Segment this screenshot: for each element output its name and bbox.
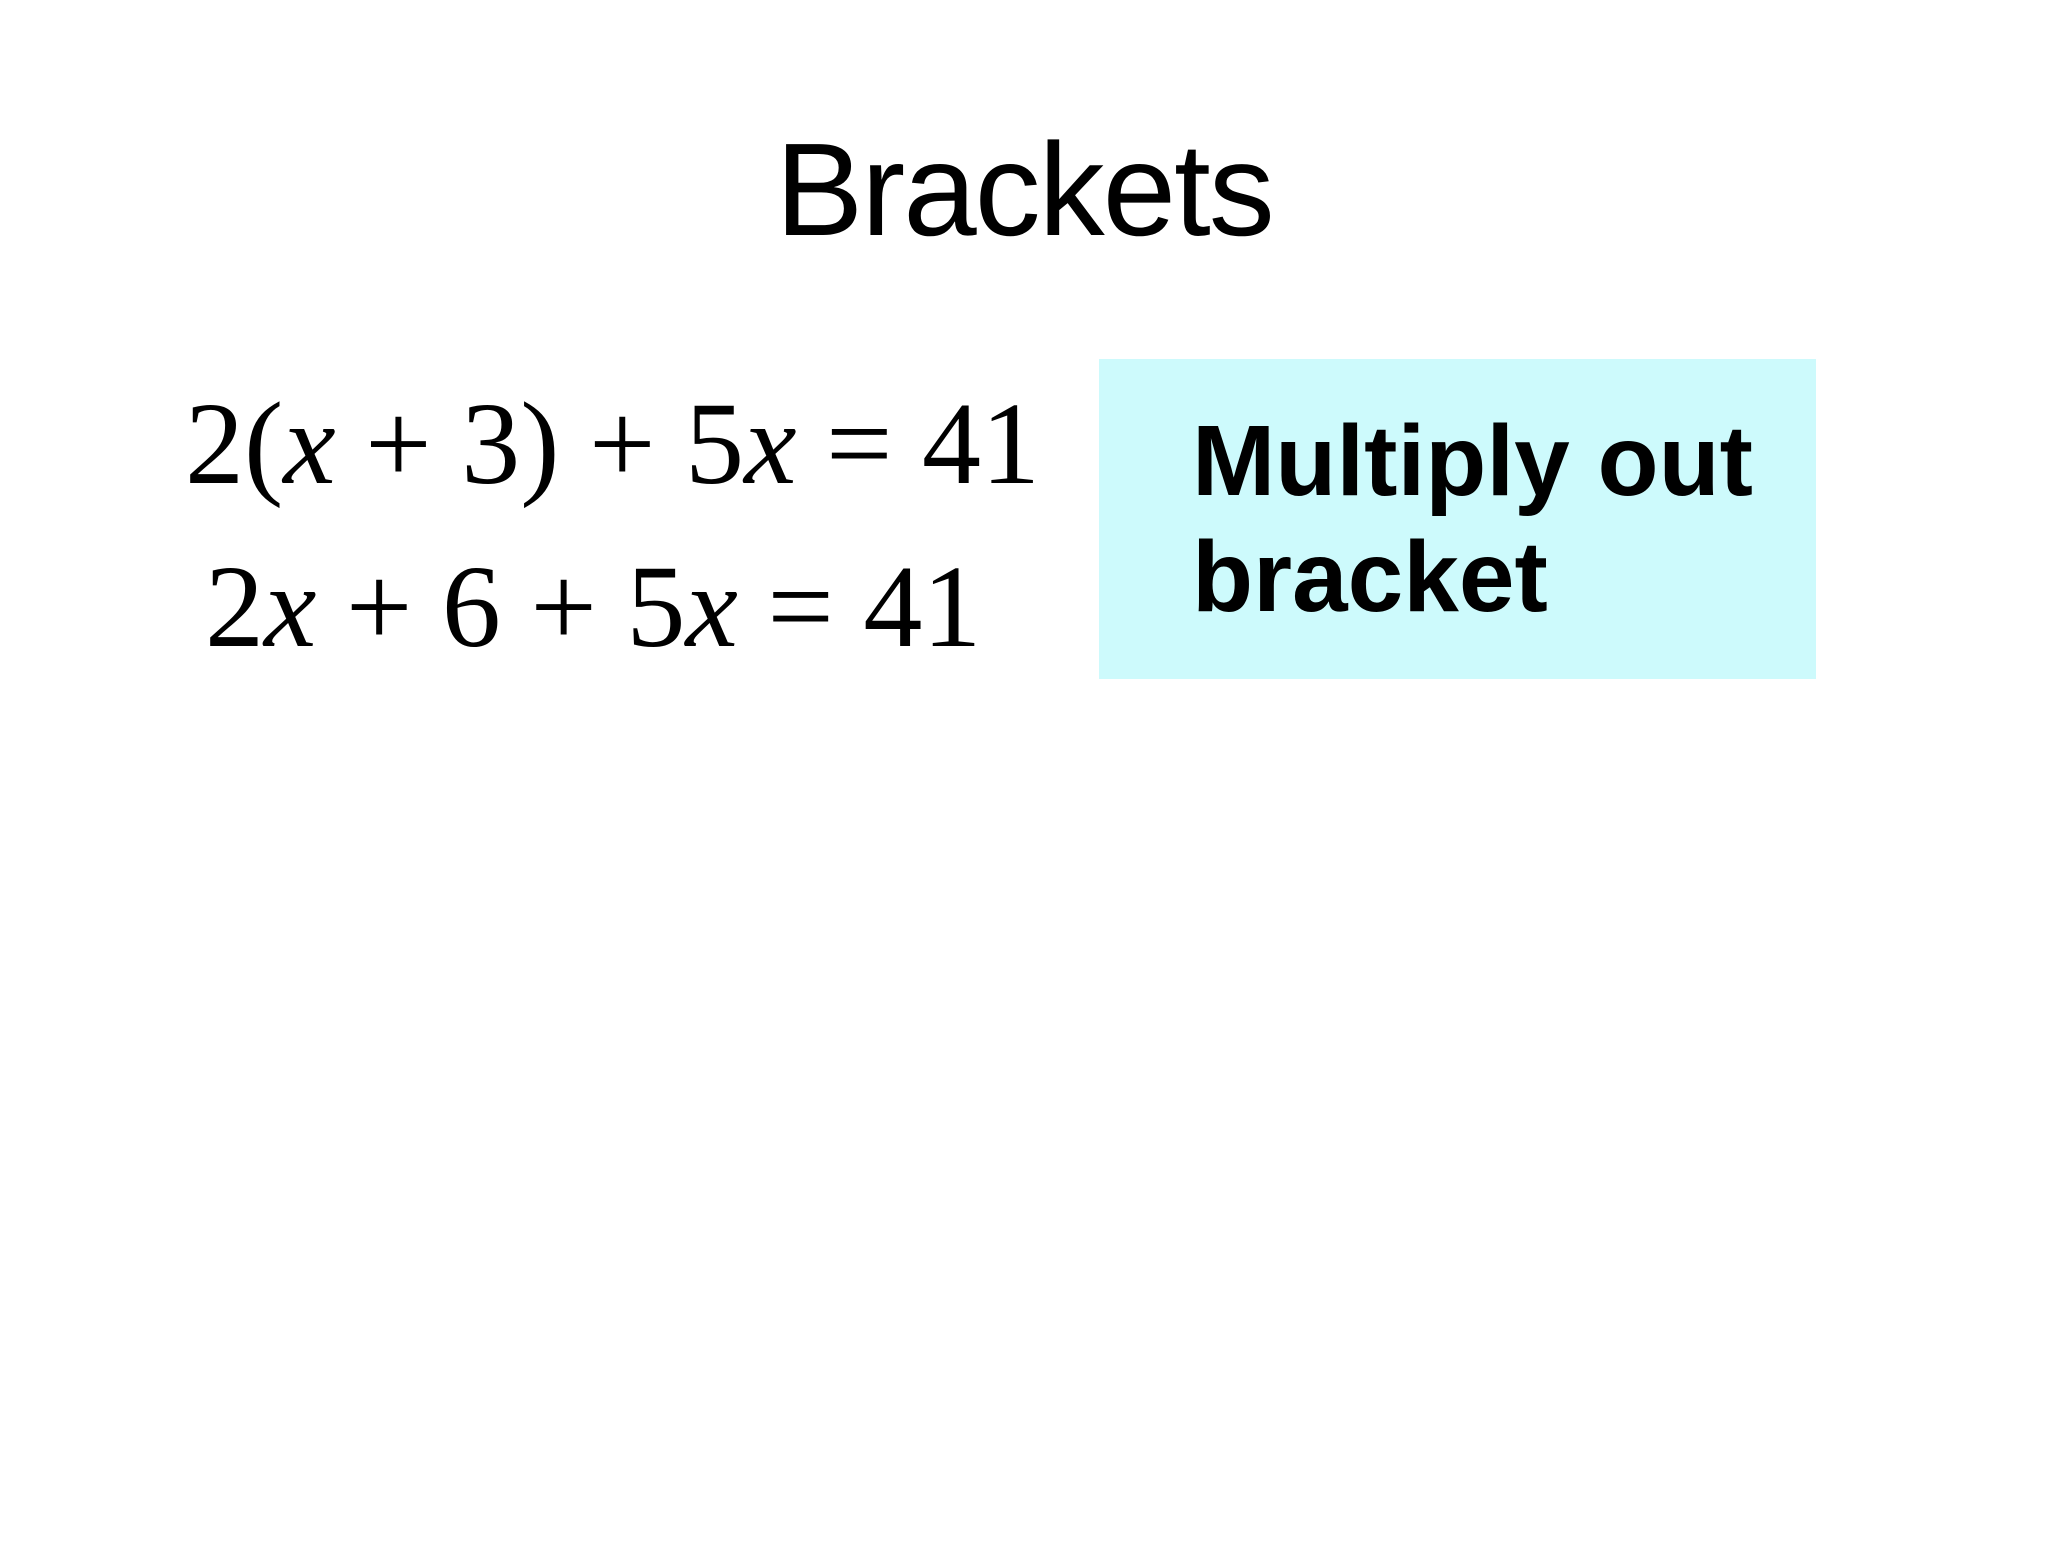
equation-variable: x bbox=[685, 541, 738, 672]
equation-variable: x bbox=[283, 378, 336, 509]
equation-expanded: 2x + 6 + 5x = 41 bbox=[205, 548, 981, 666]
equation-variable: x bbox=[744, 378, 797, 509]
equation-segment: + 6 + 5 bbox=[316, 541, 686, 672]
callout-label: Multiply out bracket bbox=[1192, 405, 1753, 633]
slide-title: Brackets bbox=[775, 116, 1275, 263]
equation-variable: x bbox=[264, 541, 317, 672]
equation-segment: 2( bbox=[185, 378, 284, 509]
equation-original: 2(x + 3) + 5x = 41 bbox=[185, 385, 1040, 503]
equation-segment: = 41 bbox=[796, 378, 1040, 509]
equation-segment: + 3) + 5 bbox=[335, 378, 745, 509]
equation-segment: 2 bbox=[205, 541, 264, 672]
equation-segment: = 41 bbox=[737, 541, 982, 672]
callout-box: Multiply out bracket bbox=[1099, 359, 1816, 679]
